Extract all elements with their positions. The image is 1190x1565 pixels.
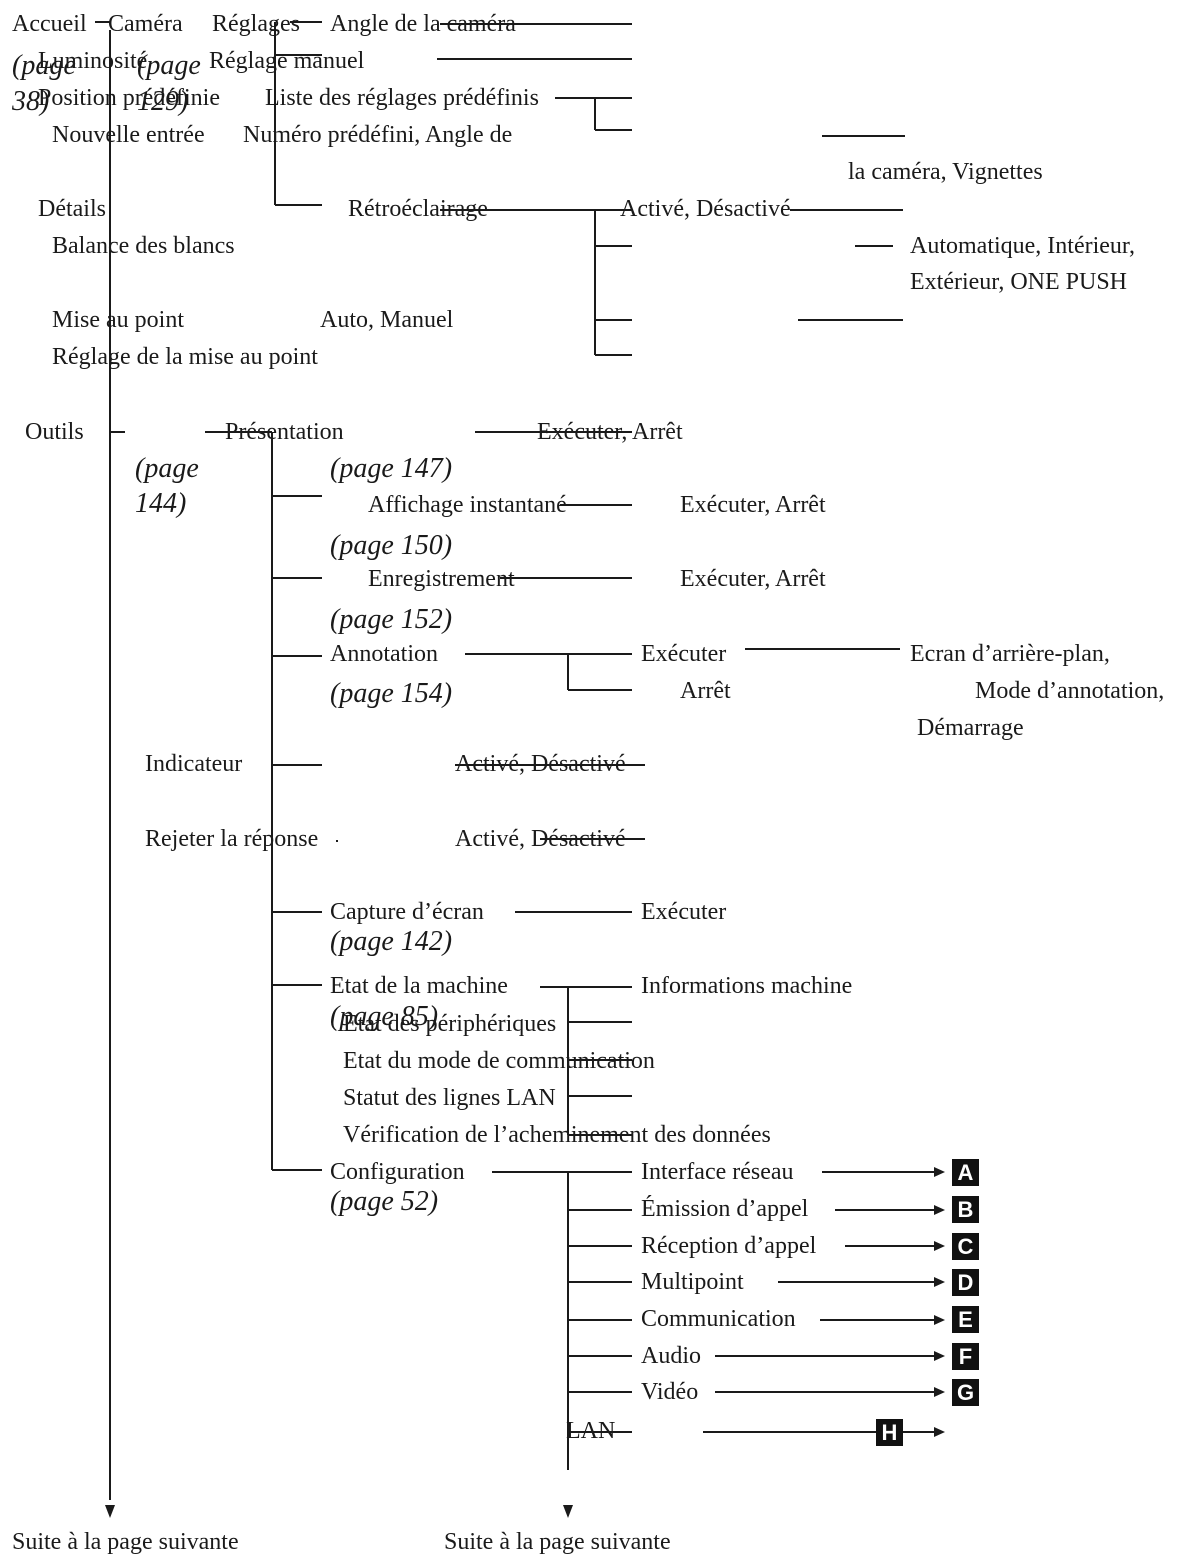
node-multipoint: Multipoint bbox=[641, 1269, 744, 1295]
node-audio: Audio bbox=[641, 1343, 701, 1369]
page-ref-150: (page 150) bbox=[330, 530, 453, 561]
node-emission-appel: Émission d’appel bbox=[641, 1196, 809, 1222]
node-capture-ecran: Capture d’écran bbox=[330, 899, 484, 925]
node-interface-reseau: Interface réseau bbox=[641, 1159, 794, 1185]
marker-h: H bbox=[876, 1419, 903, 1446]
page-ref-52: (page 52) bbox=[330, 1186, 439, 1217]
node-statut-lignes-lan: Statut des lignes LAN bbox=[343, 1085, 556, 1111]
node-camera-vignettes: la caméra, Vignettes bbox=[848, 159, 1043, 185]
node-balance-blancs: Balance des blancs bbox=[52, 233, 235, 259]
page-ref-129-a: (page bbox=[137, 50, 201, 81]
value-active-desactive-3: Activé, Désactivé bbox=[455, 826, 626, 852]
marker-b: B bbox=[952, 1196, 979, 1223]
page-ref-144-b: 144) bbox=[135, 488, 187, 519]
continued-right: Suite à la page suivante bbox=[444, 1529, 671, 1555]
value-auto-manuel: Auto, Manuel bbox=[320, 307, 454, 333]
page-ref-147: (page 147) bbox=[330, 453, 453, 484]
value-auto-interieur: Automatique, Intérieur, bbox=[910, 233, 1135, 259]
node-retroeclairage: Rétroéclairage bbox=[348, 196, 488, 222]
node-luminosite: Luminosité bbox=[38, 48, 148, 74]
node-informations-machine: Informations machine bbox=[641, 973, 853, 999]
node-mise-au-point: Mise au point bbox=[52, 307, 184, 333]
marker-g: G bbox=[952, 1379, 979, 1406]
node-rejeter-reponse: Rejeter la réponse bbox=[145, 826, 319, 852]
node-arret: Arrêt bbox=[680, 678, 731, 704]
node-etat-machine: Etat de la machine bbox=[330, 973, 508, 999]
page-ref-38-a: (page bbox=[12, 50, 76, 81]
node-affichage-instantane: Affichage instantané bbox=[368, 492, 567, 518]
value-executer-capture: Exécuter bbox=[641, 899, 727, 925]
page-ref-154: (page 154) bbox=[330, 678, 453, 709]
node-verification-acheminement: Vérification de l’acheminement des donné… bbox=[343, 1122, 771, 1148]
page-ref-144-a: (page bbox=[135, 453, 199, 484]
page-ref-85: (page 85) bbox=[330, 1001, 439, 1032]
page-ref-142: (page 142) bbox=[330, 926, 453, 957]
marker-f: F bbox=[952, 1343, 979, 1370]
node-enregistrement: Enregistrement bbox=[368, 566, 515, 592]
node-communication: Communication bbox=[641, 1306, 796, 1332]
page-ref-129-b: 129) bbox=[137, 86, 189, 117]
value-active-desactive-2: Activé, Désactivé bbox=[455, 751, 626, 777]
value-exterieur-onepush: Extérieur, ONE PUSH bbox=[910, 269, 1128, 295]
node-annotation: Annotation bbox=[330, 641, 438, 667]
node-etat-mode-comm: Etat du mode de communication bbox=[343, 1048, 655, 1074]
marker-e: E bbox=[952, 1306, 979, 1333]
value-ecran-arriere-plan: Ecran d’arrière-plan, bbox=[910, 641, 1110, 667]
continued-left: Suite à la page suivante bbox=[12, 1529, 239, 1555]
node-reception-appel: Réception d’appel bbox=[641, 1233, 817, 1259]
node-accueil: Accueil bbox=[12, 11, 87, 37]
node-nouvelle-entree: Nouvelle entrée bbox=[52, 122, 205, 148]
node-reglage-mise-point: Réglage de la mise au point bbox=[52, 344, 318, 370]
node-executer: Exécuter bbox=[641, 641, 727, 667]
page-ref-38-b: 38) bbox=[12, 86, 50, 117]
value-demarrage: Démarrage bbox=[917, 715, 1024, 741]
marker-c: C bbox=[952, 1233, 979, 1260]
value-executer-arret-2: Exécuter, Arrêt bbox=[680, 492, 826, 518]
node-liste-reglages: Liste des réglages prédéfinis bbox=[265, 85, 539, 111]
node-reglages: Réglages bbox=[212, 11, 300, 37]
node-indicateur: Indicateur bbox=[145, 751, 243, 777]
node-presentation: Présentation bbox=[225, 419, 344, 445]
marker-d: D bbox=[952, 1269, 979, 1296]
node-etat-peripheriques: Etat des périphériques bbox=[343, 1011, 557, 1037]
value-active-desactive-1: Activé, Désactivé bbox=[620, 196, 791, 222]
node-configuration: Configuration bbox=[330, 1159, 465, 1185]
marker-a: A bbox=[952, 1159, 979, 1186]
node-details: Détails bbox=[38, 196, 106, 222]
node-camera: Caméra bbox=[108, 11, 183, 37]
value-executer-arret-1: Exécuter, Arrêt bbox=[537, 419, 683, 445]
node-outils: Outils bbox=[25, 419, 84, 445]
node-position-predefinie: Position prédéfinie bbox=[38, 85, 220, 111]
value-executer-arret-3: Exécuter, Arrêt bbox=[680, 566, 826, 592]
node-angle-camera: Angle de la caméra bbox=[330, 11, 516, 37]
node-numero-predefini: Numéro prédéfini, Angle de bbox=[243, 122, 513, 148]
page-ref-152: (page 152) bbox=[330, 604, 453, 635]
node-reglage-manuel: Réglage manuel bbox=[209, 48, 365, 74]
node-video: Vidéo bbox=[641, 1379, 699, 1405]
value-mode-annotation: Mode d’annotation, bbox=[975, 678, 1165, 704]
node-lan: LAN bbox=[566, 1418, 616, 1444]
